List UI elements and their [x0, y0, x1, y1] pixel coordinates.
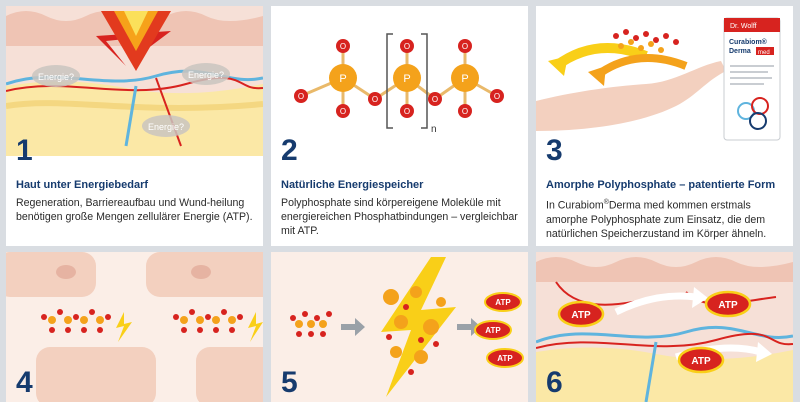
- phosphorus-atom: [393, 64, 421, 92]
- panel-3: Dr. Wolff Curabiom® Derma med 3 Amorphe …: [536, 6, 793, 246]
- atp-label: ATP: [485, 326, 501, 335]
- product-name-line2: Derma: [729, 48, 751, 55]
- svg-text:O: O: [462, 42, 468, 51]
- step-title: Natürliche Energiespeicher: [281, 179, 424, 191]
- atp-label: ATP: [495, 298, 511, 307]
- panel-5: ATP ATP ATP 5: [271, 252, 528, 402]
- svg-text:O: O: [340, 107, 346, 116]
- svg-text:O: O: [462, 107, 468, 116]
- panel-2: P P P O O O O O O O O O O: [271, 6, 528, 246]
- atp-label: ATP: [691, 356, 711, 367]
- atp-label: ATP: [571, 310, 591, 321]
- molecule-illustration: P P P O O O O O O O O O O: [271, 6, 528, 156]
- svg-text:O: O: [372, 95, 378, 104]
- atp-label: ATP: [497, 354, 513, 363]
- svg-text:O: O: [432, 95, 438, 104]
- step-text: Polyphosphate sind körpereigene Moleküle…: [281, 197, 518, 237]
- product-badge: med: [758, 50, 770, 56]
- product-name-line1: Curabiom®: [729, 38, 768, 46]
- svg-text:P: P: [461, 73, 468, 85]
- atp-label: ATP: [718, 300, 738, 311]
- step-title: Amorphe Polyphosphate – patentierte Form: [546, 179, 776, 191]
- energy-bubble-2: Energie?: [188, 70, 224, 80]
- product-brand: Dr. Wolff: [730, 23, 757, 30]
- svg-text:O: O: [494, 92, 500, 101]
- step-number: 1: [16, 134, 33, 167]
- svg-text:O: O: [298, 92, 304, 101]
- step-number: 2: [281, 134, 298, 167]
- step-title: Haut unter Energiebedarf: [16, 179, 149, 191]
- repeat-n-label: n: [431, 124, 437, 135]
- phosphorus-atom: [329, 64, 357, 92]
- panel-4: 4: [6, 252, 263, 402]
- phosphorus-atom: [451, 64, 479, 92]
- step-number: 4: [16, 366, 33, 399]
- step-number: 6: [546, 366, 563, 399]
- panel-6: ATP ATP ATP 6: [536, 252, 793, 402]
- svg-text:P: P: [403, 73, 410, 85]
- svg-text:O: O: [340, 42, 346, 51]
- panel-1: Energie? Energie? Energie? 1 Haut unter …: [6, 6, 263, 246]
- skin-illustration: Energie? Energie? Energie?: [6, 6, 263, 156]
- energy-bubble-1: Energie?: [38, 72, 74, 82]
- step-text: In Curabiom®Derma med kommen erstmals am…: [546, 199, 767, 240]
- energy-bubble-3: Energie?: [148, 122, 184, 132]
- step-text: Regeneration, Barriereaufbau und Wund-he…: [16, 197, 253, 223]
- svg-text:P: P: [339, 73, 346, 85]
- step-number: 3: [546, 134, 563, 167]
- svg-text:O: O: [404, 107, 410, 116]
- step-number: 5: [281, 366, 298, 399]
- hand-product-illustration: Dr. Wolff Curabiom® Derma med: [536, 6, 793, 156]
- svg-text:O: O: [404, 42, 410, 51]
